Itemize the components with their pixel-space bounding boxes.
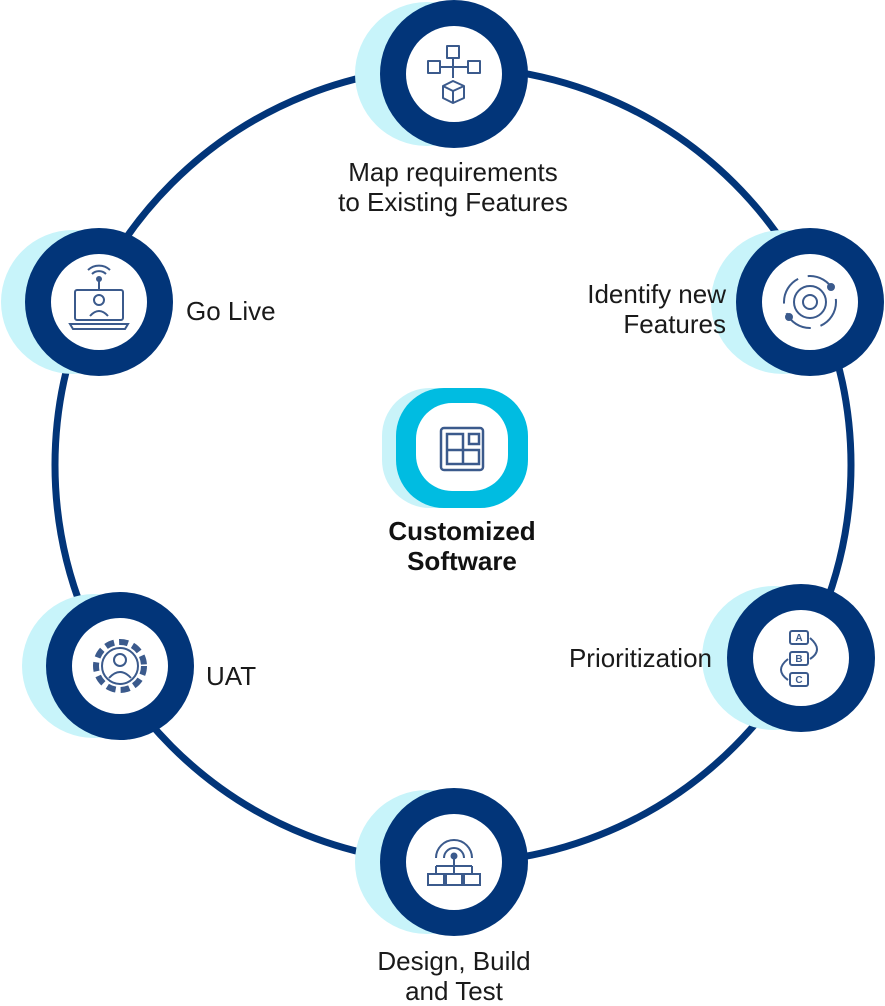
flowchart-box-icon <box>427 45 481 104</box>
step-label-identify-line1: Identify new <box>587 279 726 309</box>
step-node-map <box>355 0 528 148</box>
step-label-identify-line2: Features <box>623 309 726 339</box>
center-title-line2: Software <box>407 546 517 576</box>
step-label-prioritize-line1: Prioritization <box>568 643 712 673</box>
svg-text:B: B <box>795 654 802 665</box>
grid-blocks-icon <box>439 426 485 472</box>
gear-cycle-icon <box>783 275 837 329</box>
step-label-uat: UAT <box>206 661 326 691</box>
center-node <box>382 388 528 508</box>
center-title: Customized Software <box>352 516 572 576</box>
step-label-design-line1: Design, Build <box>377 946 531 976</box>
step-node-prioritize: A B C <box>702 584 875 732</box>
laptop-broadcast-icon <box>68 264 130 330</box>
step-label-map-line2: to Existing Features <box>338 187 568 217</box>
step-label-golive-line1: Go Live <box>186 296 276 326</box>
step-label-golive: Go Live <box>186 296 346 326</box>
step-label-map-line1: Map requirements <box>348 157 558 187</box>
step-node-uat <box>22 592 194 740</box>
svg-text:A: A <box>795 633 802 644</box>
step-label-identify: Identify new Features <box>540 279 726 339</box>
step-node-design <box>355 788 528 936</box>
step-label-design-line2: and Test <box>405 976 503 1006</box>
gear-network-icon <box>427 839 481 886</box>
step-label-uat-line1: UAT <box>206 661 257 691</box>
svg-text:C: C <box>795 675 802 686</box>
abc-priority-icon <box>780 630 818 687</box>
center-title-line1: Customized <box>388 516 536 546</box>
step-label-design: Design, Build and Test <box>340 946 568 1006</box>
step-label-map: Map requirements to Existing Features <box>318 157 588 217</box>
gear-user-icon <box>93 639 147 693</box>
step-label-prioritize: Prioritization <box>520 643 712 673</box>
step-node-identify <box>711 228 884 376</box>
step-node-golive <box>1 228 173 376</box>
